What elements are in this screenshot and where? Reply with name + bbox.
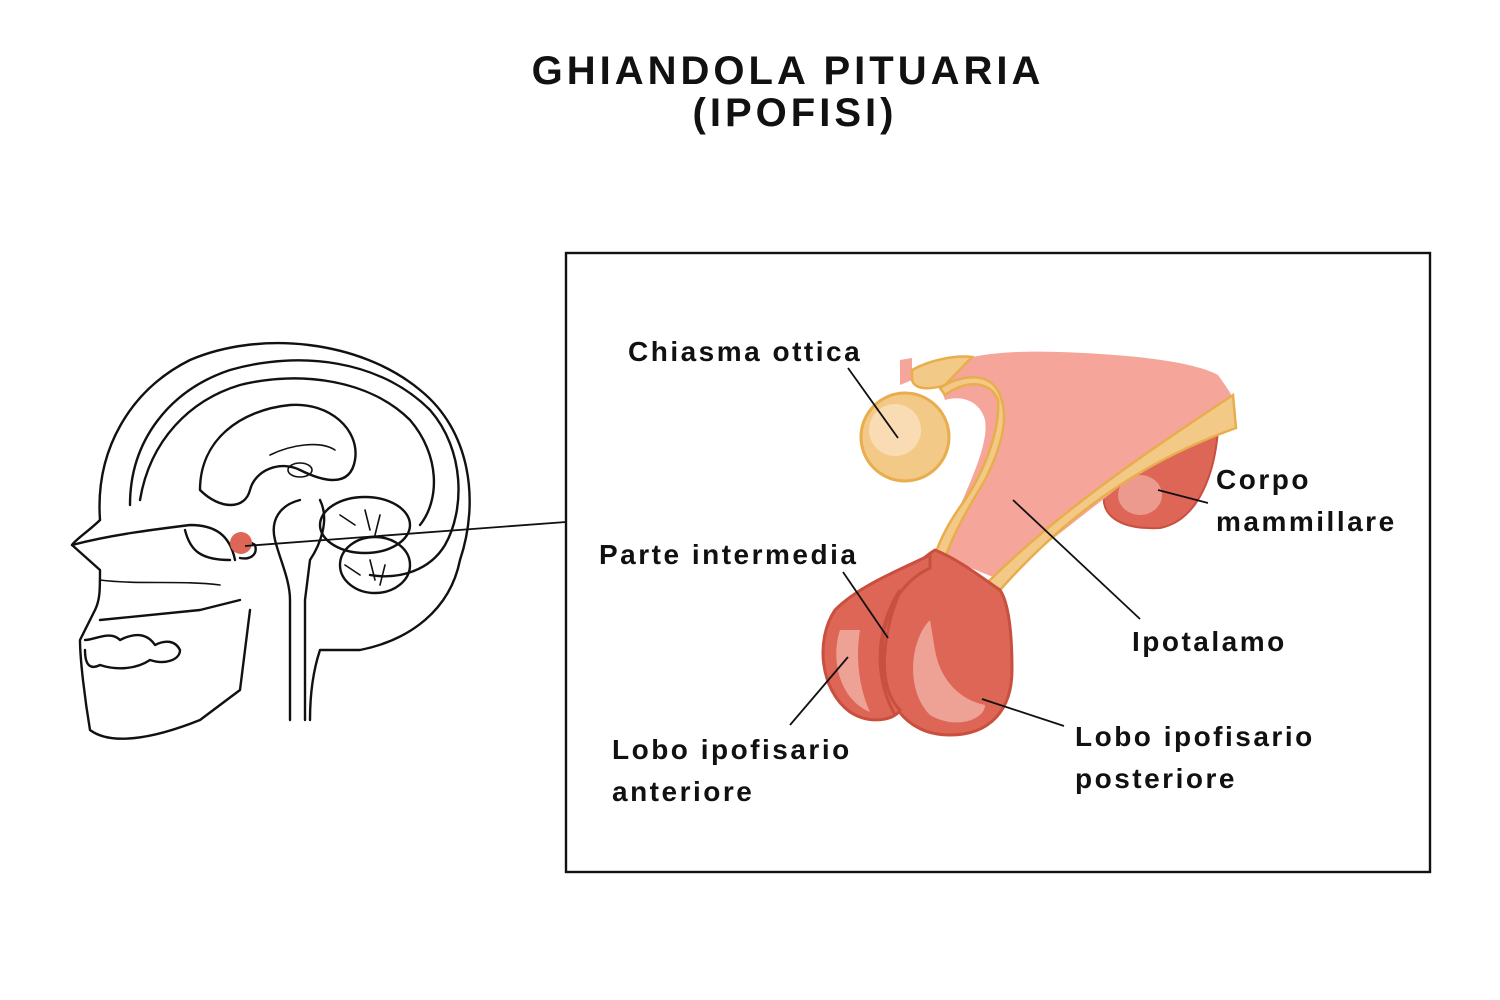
label-parte-intermedia: Parte intermedia xyxy=(599,539,858,570)
title-line-1: GHIANDOLA PITUARIA xyxy=(532,49,1045,93)
label-corpo: Corpo xyxy=(1216,464,1311,495)
label-lobo-anteriore-2: anteriore xyxy=(612,776,754,807)
zoom-leader-line xyxy=(244,521,567,547)
label-lobo-anteriore-1: Lobo ipofisario xyxy=(612,734,852,765)
leader-anteriore xyxy=(789,656,849,726)
label-ipotalamo: Ipotalamo xyxy=(1132,626,1287,657)
label-chiasma-ottica: Chiasma ottica xyxy=(628,336,862,367)
head-sagittal-sketch xyxy=(70,341,471,740)
detail-box xyxy=(564,251,1432,874)
leader-parte xyxy=(842,571,889,639)
hypothalamus xyxy=(935,351,1233,580)
leader-corpo xyxy=(1157,489,1209,504)
pars-intermedia xyxy=(878,589,902,716)
pituitary-illustration xyxy=(821,351,1238,737)
title-line-2: (IPOFISI) xyxy=(693,91,898,135)
label-lobo-posteriore-2: posteriore xyxy=(1075,763,1237,794)
label-lobo-posteriore-1: Lobo ipofisario xyxy=(1075,721,1315,752)
leader-posteriore xyxy=(981,698,1065,727)
label-mammillare: mammillare xyxy=(1216,506,1397,537)
leader-chiasma xyxy=(847,367,899,439)
pituitary-location-marker xyxy=(230,532,252,554)
leader-ipotalamo xyxy=(1012,499,1141,620)
